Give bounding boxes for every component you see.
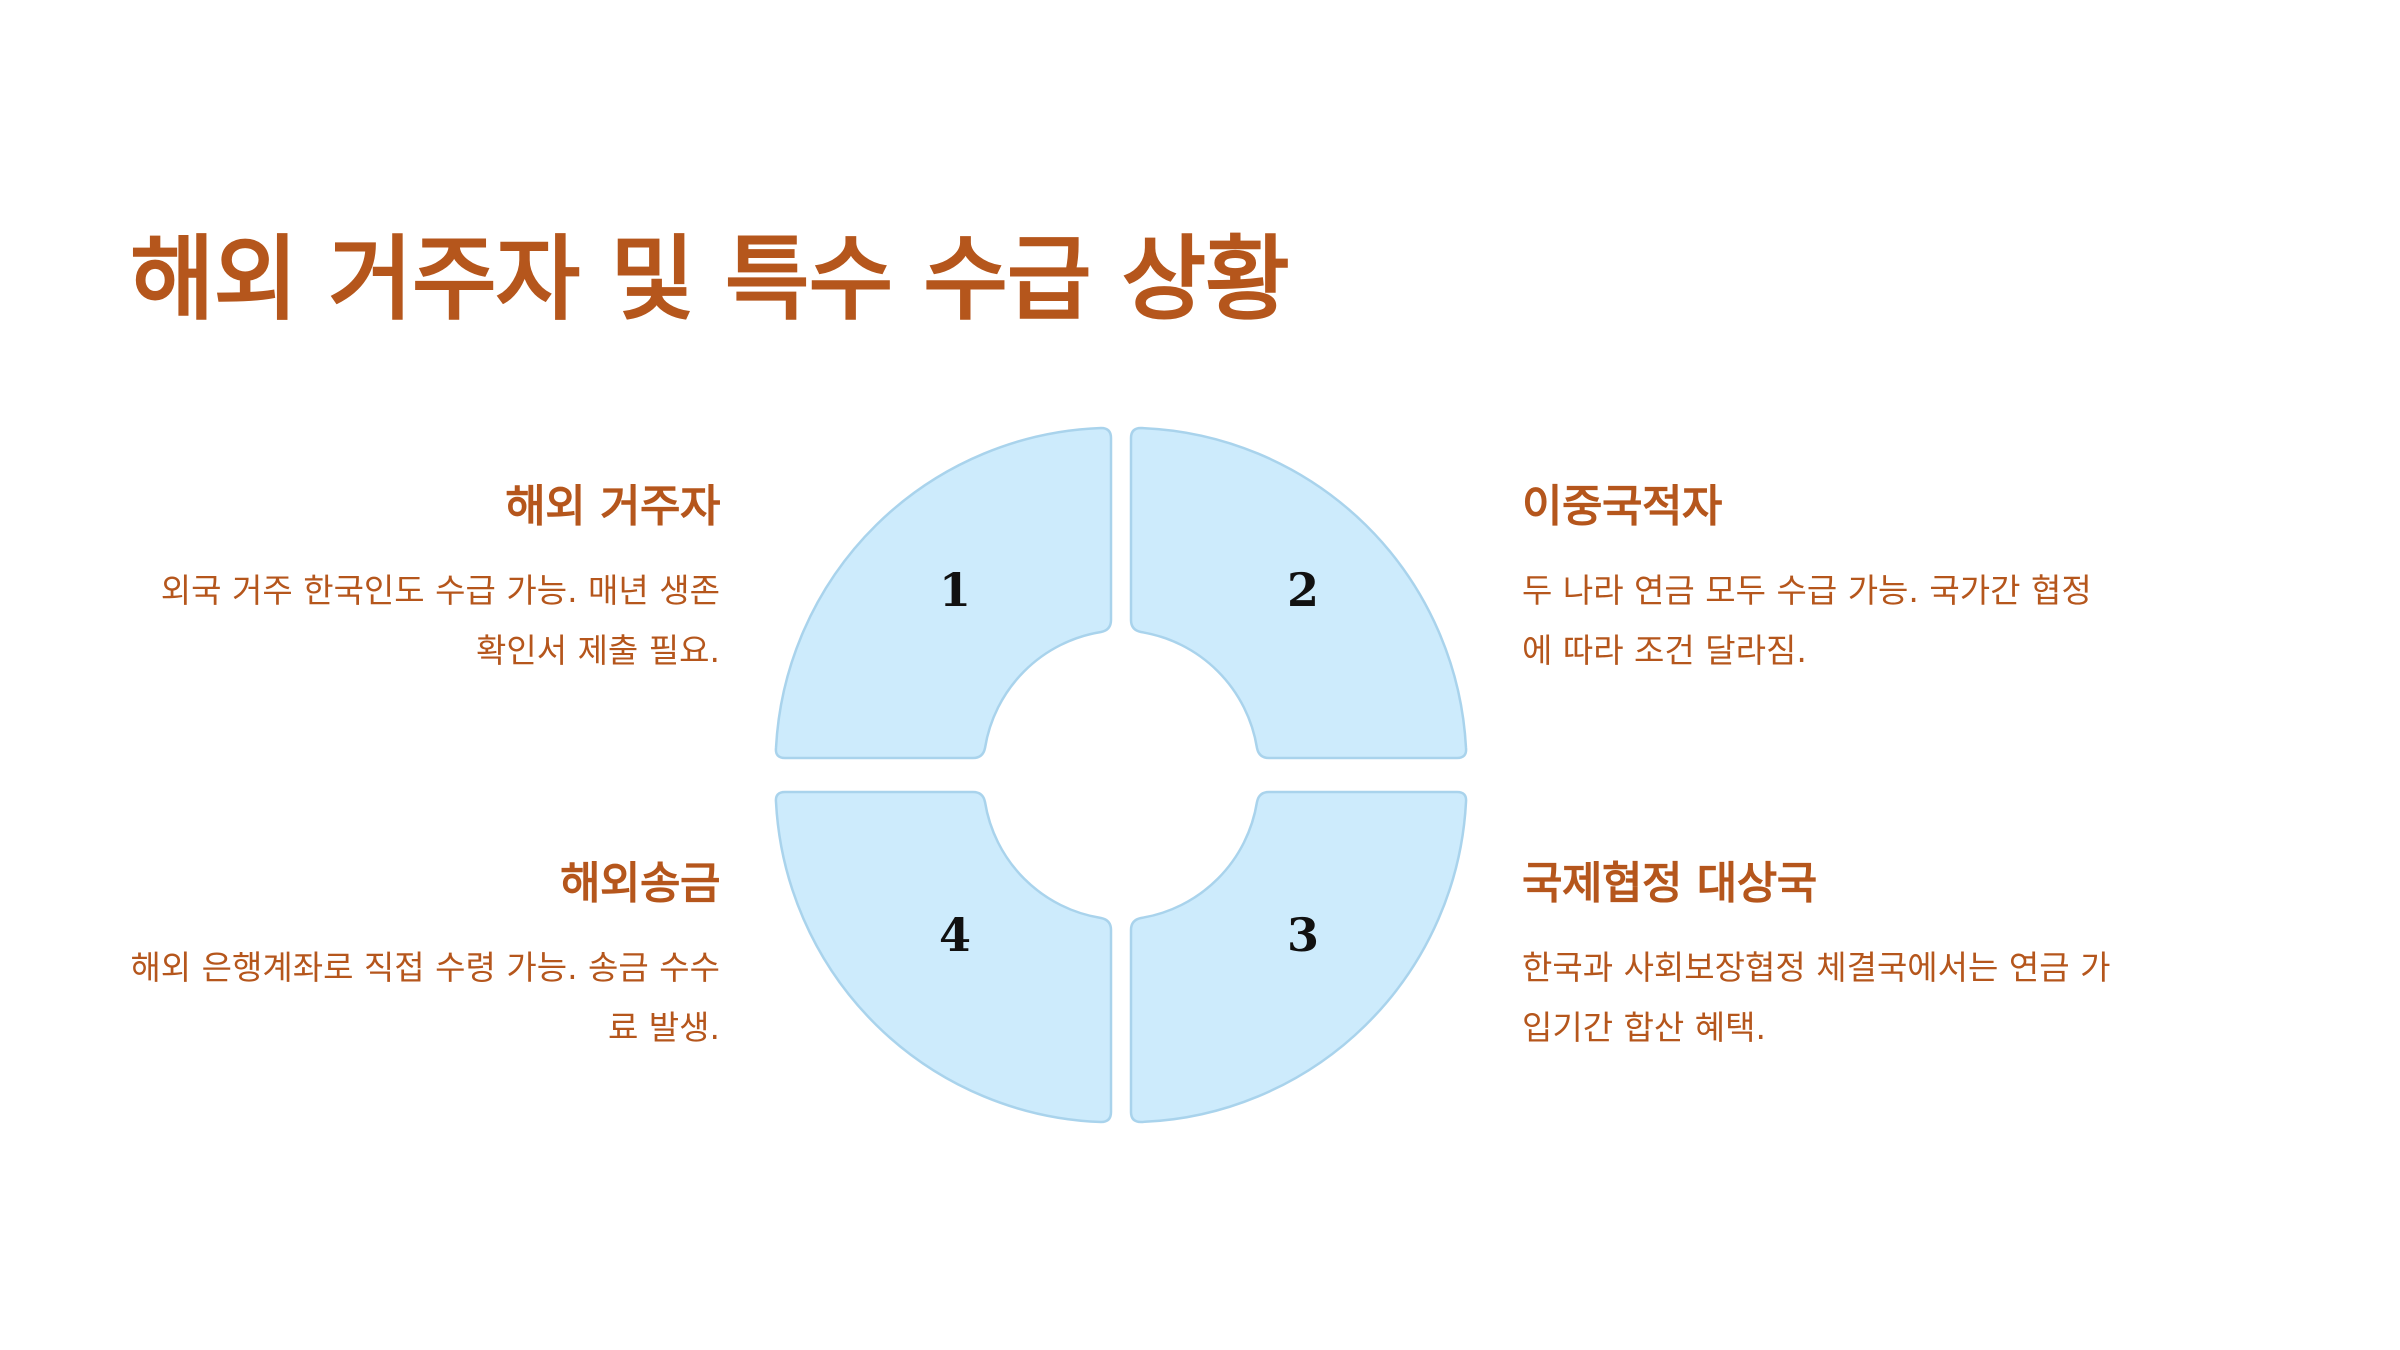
item-block-3: 국제협정 대상국 한국과 사회보장협정 체결국에서는 연금 가입기간 합산 혜택… <box>1522 855 2112 1058</box>
segment-number-4: 4 <box>939 908 971 962</box>
item-description: 해외 은행계좌로 직접 수령 가능. 송금 수수료 발생. <box>130 948 720 1048</box>
page-title: 해외 거주자 및 특수 수급 상황 <box>130 226 1290 333</box>
item-description: 한국과 사회보장협정 체결국에서는 연금 가입기간 합산 혜택. <box>1522 948 2111 1048</box>
item-heading: 이중국적자 <box>1522 481 1722 532</box>
item-block-2: 이중국적자 두 나라 연금 모두 수급 가능. 국가간 협정에 따라 조건 달라… <box>1522 478 2112 681</box>
segment-1 <box>774 426 1113 760</box>
item-heading: 해외송금 <box>560 858 720 909</box>
item-description: 두 나라 연금 모두 수급 가능. 국가간 협정에 따라 조건 달라짐. <box>1522 571 2092 671</box>
item-block-4: 해외송금 해외 은행계좌로 직접 수령 가능. 송금 수수료 발생. <box>130 855 720 1058</box>
segment-2 <box>1129 426 1468 760</box>
segment-number-3: 3 <box>1287 908 1319 962</box>
segment-4 <box>774 790 1113 1124</box>
item-heading: 해외 거주자 <box>505 481 720 532</box>
item-heading: 국제협정 대상국 <box>1522 858 1817 909</box>
item-description: 외국 거주 한국인도 수급 가능. 매년 생존 확인서 제출 필요. <box>160 571 720 671</box>
segment-number-2: 2 <box>1287 563 1319 617</box>
segment-3 <box>1129 790 1468 1124</box>
item-block-1: 해외 거주자 외국 거주 한국인도 수급 가능. 매년 생존 확인서 제출 필요… <box>130 478 721 681</box>
segment-number-1: 1 <box>939 563 971 617</box>
